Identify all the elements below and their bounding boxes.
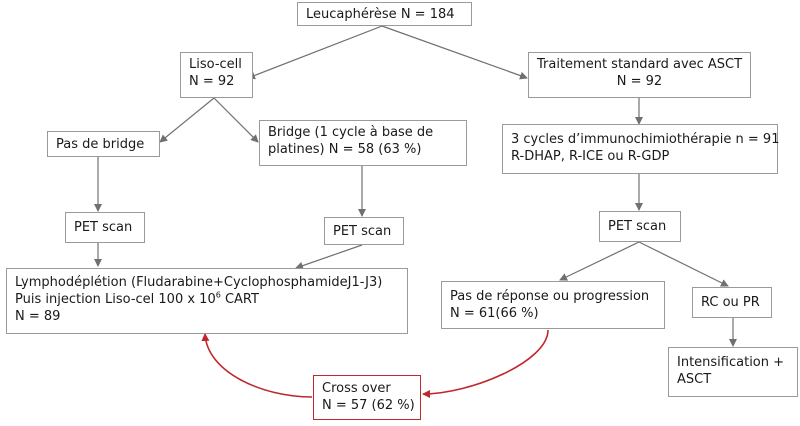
liso-cell-count: N = 92 (189, 74, 235, 89)
intensification-label: Intensification + (677, 355, 785, 370)
immunochemo-regimens: R-DHAP, R-ICE ou R-GDP (511, 149, 670, 164)
pet-scan-right-label: PET scan (608, 219, 667, 234)
pet-scan-mid-label: PET scan (333, 224, 392, 239)
pet-scan-left-box: PET scan (65, 212, 145, 243)
arrow-pet-to-rcpr (638, 241, 729, 287)
standard-treatment-count: N = 92 (616, 74, 663, 89)
pet-scan-left-label: PET scan (74, 220, 133, 235)
immunochemo-label: 3 cycles d’immunochimiothérapie n = 91 (511, 132, 780, 147)
pas-de-bridge-box: Pas de bridge (47, 131, 160, 157)
arrow-leuca-to-liso (247, 25, 383, 80)
rc-or-pr-label: RC ou PR (701, 295, 760, 310)
rc-or-pr-box: RC ou PR (692, 287, 772, 318)
lymphodepletion-injection: Puis injection Liso-cel 100 x 106 CART (15, 291, 399, 308)
immunochemo-box: 3 cycles d’immunochimiothérapie n = 91 R… (502, 124, 780, 174)
standard-treatment-box: Traitement standard avec ASCT N = 92 (528, 52, 751, 98)
liso-cell-box: Liso-cell N = 92 (180, 52, 253, 98)
cross-over-count: N = 57 (62 %) (322, 398, 415, 413)
intensification-asct: ASCT (677, 372, 712, 387)
no-response-count: N = 61(66 %) (450, 306, 539, 321)
leucapherese-box: Leucaphérèse N = 184 (297, 2, 472, 26)
standard-treatment-label: Traitement standard avec ASCT (537, 57, 743, 72)
lymphodepletion-label: Lymphodéplétion (Fludarabine+Cyclophosph… (15, 275, 383, 290)
lymphodepletion-box: Lymphodéplétion (Fludarabine+Cyclophosph… (6, 268, 408, 334)
injection-suffix: CART (220, 292, 259, 307)
bridge-label: Bridge (1 cycle à base de (268, 125, 434, 140)
pas-de-bridge-label: Pas de bridge (56, 137, 145, 152)
arrow-petmid-to-lympho (295, 244, 363, 270)
pet-scan-mid-box: PET scan (324, 217, 404, 245)
arrow-liso-to-pasbridge (159, 97, 215, 143)
arrow-crossover-to-lympho (201, 333, 313, 398)
arrow-noresponse-to-crossover (422, 329, 549, 398)
bridge-count: platines) N = 58 (63 %) (268, 142, 422, 157)
cross-over-label: Cross over (322, 381, 391, 396)
no-response-box: Pas de réponse ou progression N = 61(66 … (441, 281, 665, 329)
injection-text: Puis injection Liso-cel 100 x 10 (15, 292, 216, 307)
bridge-box: Bridge (1 cycle à base de platines) N = … (259, 120, 467, 166)
liso-cell-label: Liso-cell (189, 57, 242, 72)
leucapherese-label: Leucaphérèse N = 184 (306, 7, 455, 22)
arrow-leuca-to-standard (381, 25, 528, 80)
pet-scan-right-box: PET scan (599, 211, 681, 242)
lymphodepletion-count: N = 89 (15, 309, 61, 324)
arrow-liso-to-bridge (213, 97, 259, 143)
arrow-pet-to-noresponse (559, 241, 640, 281)
injection-exponent: 6 (215, 290, 221, 300)
intensification-box: Intensification + ASCT (668, 347, 798, 397)
cross-over-box: Cross over N = 57 (62 %) (313, 375, 421, 420)
no-response-label: Pas de réponse ou progression (450, 289, 650, 304)
